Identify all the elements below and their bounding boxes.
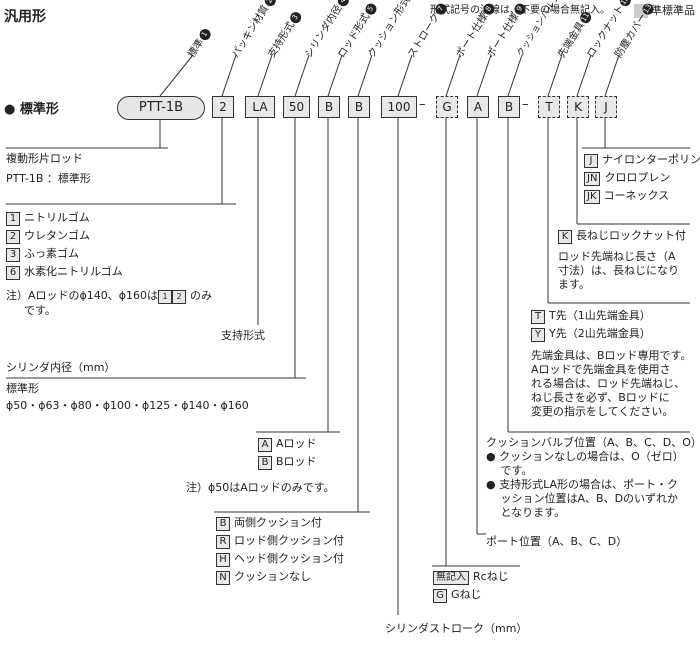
code-packing: 2 (212, 96, 234, 118)
code-port-thread: G (436, 96, 458, 118)
code-model: PTT-1B (117, 96, 205, 120)
code-badge: B (216, 517, 230, 531)
cushion-valve-note: ● 支持形式LA形の場合は、ポート・ク (486, 478, 678, 491)
code-badge: 無記入 (433, 571, 469, 585)
bore-values: ϕ50・ϕ63・ϕ80・ϕ100・ϕ125・ϕ140・ϕ160 (6, 399, 249, 412)
cushion-valve-note: ッション位置はA、B、Dのいずれか (486, 492, 679, 505)
code-cushion-valve: B (498, 96, 520, 118)
code-badge: T (531, 310, 545, 324)
rod-end-note: ねじ長さを必ず、Bロッドに (531, 391, 670, 404)
code-badge: JN (584, 172, 601, 186)
code-badge: 1 (158, 290, 173, 304)
code-badge: G (433, 589, 447, 603)
cushion-valve-title: クッションバルブ位置（A、B、C、D、O） (486, 436, 700, 449)
rod-note: 注）ϕ50はAロッドのみです。 (186, 481, 335, 494)
legend-label: 準標準品 (651, 4, 695, 17)
code-badge: 2 (6, 230, 20, 244)
code-boot: J (595, 96, 617, 118)
code-badge: K (558, 230, 572, 244)
code-cushion: B (348, 96, 370, 118)
bore-sub: 標準形 (6, 382, 39, 395)
code-badge: Y (531, 328, 545, 342)
model-desc: PTT-1B ：標準形 (6, 172, 91, 185)
bore-title: シリンダ内径（mm） (6, 361, 116, 374)
code-badge: A (258, 438, 272, 452)
code-rod: B (318, 96, 340, 118)
code-badge: 1 (6, 212, 20, 226)
code-badge: 6 (6, 266, 20, 280)
code-dash: – (419, 97, 426, 112)
mount-label: 支持形式 (221, 329, 265, 342)
model-title: 複動形片ロッド (6, 152, 83, 165)
locknut-note: ロッド先端ねじ長さ（A (558, 250, 676, 263)
cushion-valve-note: です。 (486, 464, 533, 477)
cushion-valve-note: ● クッションなしの場合は、O（ゼロ） (486, 450, 684, 463)
standard-label: ● 標準形 (4, 102, 59, 117)
locknut-note: ます。 (558, 278, 590, 291)
code-dash: – (522, 97, 529, 112)
rod-end-note: 先端金具は、Bロッド専用です。 (531, 349, 692, 362)
rod-end-note: 変更の指示をしてください。 (531, 405, 674, 418)
cushion-valve-note: となります。 (486, 506, 566, 519)
code-port-pos: A (467, 96, 489, 118)
packing-note-2: です。 (24, 304, 56, 317)
code-badge: B (258, 456, 272, 470)
code-badge: R (216, 535, 230, 549)
page-title: 汎用形 (4, 9, 46, 25)
rod-end-note: Aロッドで先端金具を使用さ (531, 363, 671, 376)
code-rod-end: T (538, 96, 560, 118)
code-locknut: K (567, 96, 589, 118)
code-stroke: 100 (381, 96, 417, 118)
rod-end-note: れる場合は、ロッド先端ねじ、 (531, 377, 685, 390)
stroke-label: シリンダストローク（mm） (385, 622, 528, 635)
code-badge: H (216, 553, 230, 567)
code-badge: 2 (172, 290, 187, 304)
code-badge: J (584, 154, 598, 168)
port-pos-label: ポート位置（A、B、C、D） (486, 535, 628, 548)
code-badge: JK (584, 190, 600, 204)
code-mount: LA (245, 96, 275, 118)
code-bore: 50 (283, 96, 310, 118)
code-badge: 3 (6, 248, 20, 262)
locknut-note: 寸法）は、長ねじになり (558, 264, 679, 277)
code-badge: N (216, 571, 230, 585)
